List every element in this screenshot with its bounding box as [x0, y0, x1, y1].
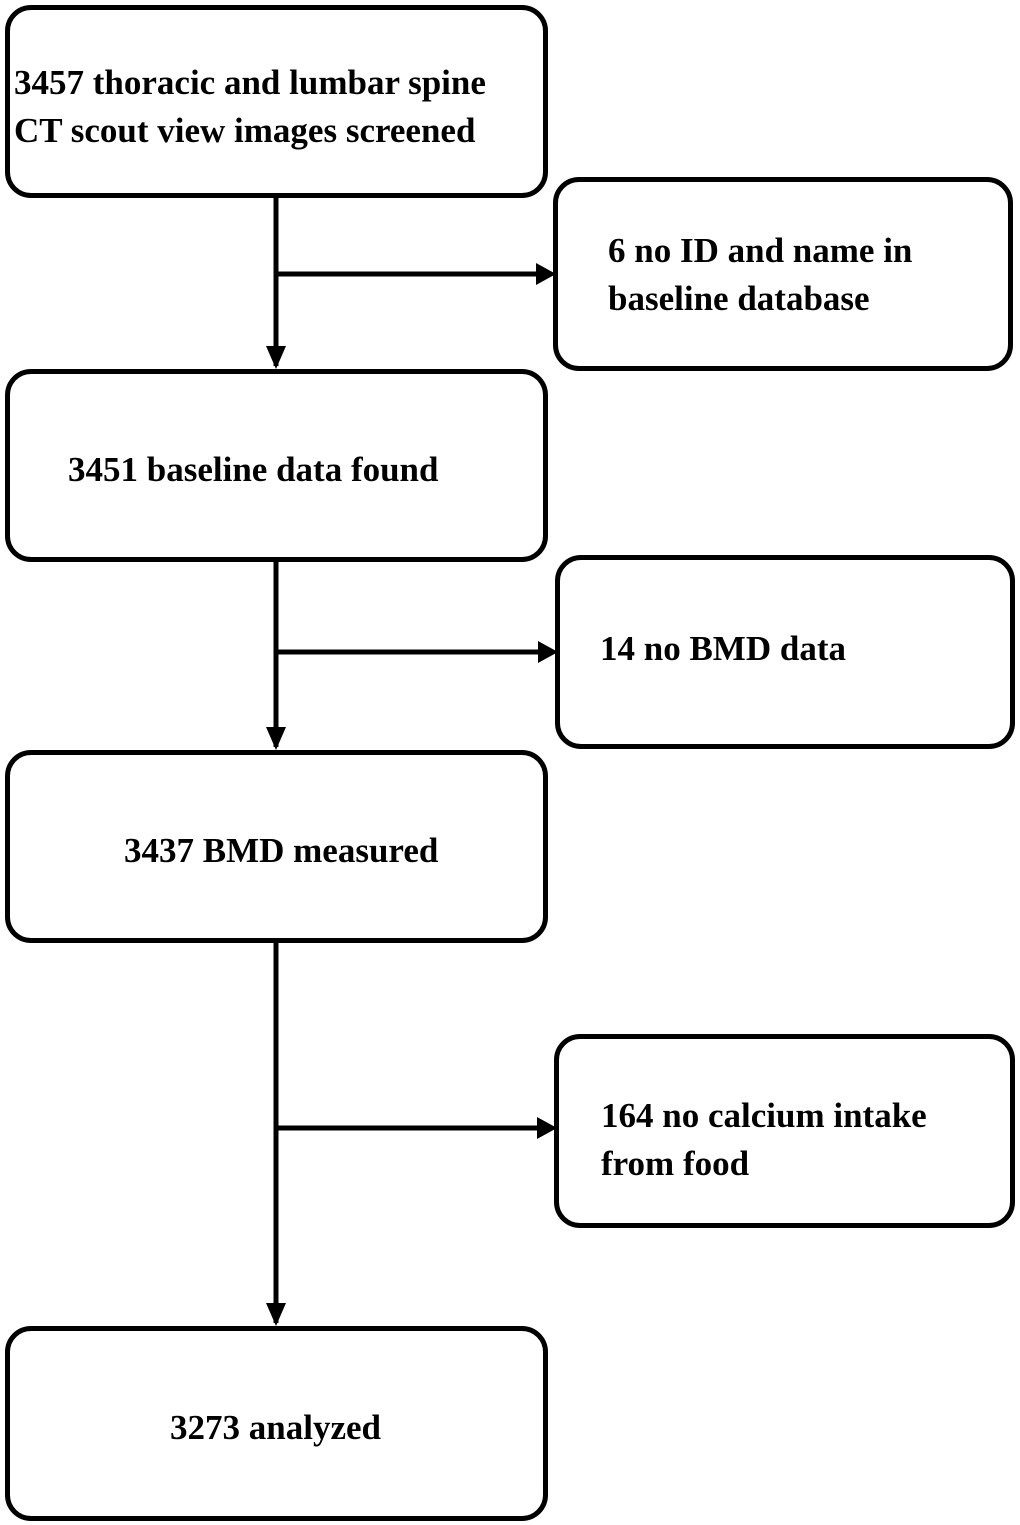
exclusion-box-no-bmd: 14 no BMD data [555, 555, 1015, 749]
step-box-baseline: 3451 baseline data found [5, 369, 548, 562]
exclusion-box-no-id: 6 no ID and name in baseline database [553, 177, 1013, 371]
arrowhead-right-3 [537, 1117, 557, 1139]
step-label-screened: 3457 thoracic and lumbar spine CT scout … [14, 59, 486, 155]
arrowhead-down-3 [266, 1303, 286, 1326]
step-label-line: CT scout view images screened [14, 111, 476, 150]
step-label-bmd-measured: 3437 BMD measured [124, 827, 438, 875]
exclusion-label-line: 164 no calcium intake [601, 1096, 927, 1135]
step-label-baseline: 3451 baseline data found [68, 446, 439, 494]
arrowhead-right-1 [536, 263, 556, 285]
exclusion-label-line: baseline database [608, 279, 870, 318]
step-label-line: 3437 BMD measured [124, 831, 439, 870]
arrowhead-down-1 [266, 346, 286, 369]
arrowhead-down-2 [266, 727, 286, 750]
exclusion-label-no-calcium: 164 no calcium intake from food [601, 1092, 927, 1188]
step-label-line: 3451 baseline data found [68, 450, 439, 489]
exclusion-label-line: 14 no BMD data [600, 629, 846, 668]
step-label-analyzed: 3273 analyzed [170, 1404, 381, 1452]
step-label-line: 3273 analyzed [170, 1408, 381, 1447]
step-box-screened: 3457 thoracic and lumbar spine CT scout … [5, 5, 548, 198]
exclusion-label-line: 6 no ID and name in [608, 231, 913, 270]
exclusion-label-line: from food [601, 1144, 750, 1183]
step-box-analyzed: 3273 analyzed [5, 1326, 548, 1521]
exclusion-box-no-calcium: 164 no calcium intake from food [554, 1034, 1015, 1228]
exclusion-label-no-bmd: 14 no BMD data [600, 625, 846, 673]
step-box-bmd-measured: 3437 BMD measured [5, 750, 548, 943]
exclusion-label-no-id: 6 no ID and name in baseline database [608, 227, 912, 323]
step-label-line: 3457 thoracic and lumbar spine [14, 63, 486, 102]
arrowhead-right-2 [538, 641, 558, 663]
